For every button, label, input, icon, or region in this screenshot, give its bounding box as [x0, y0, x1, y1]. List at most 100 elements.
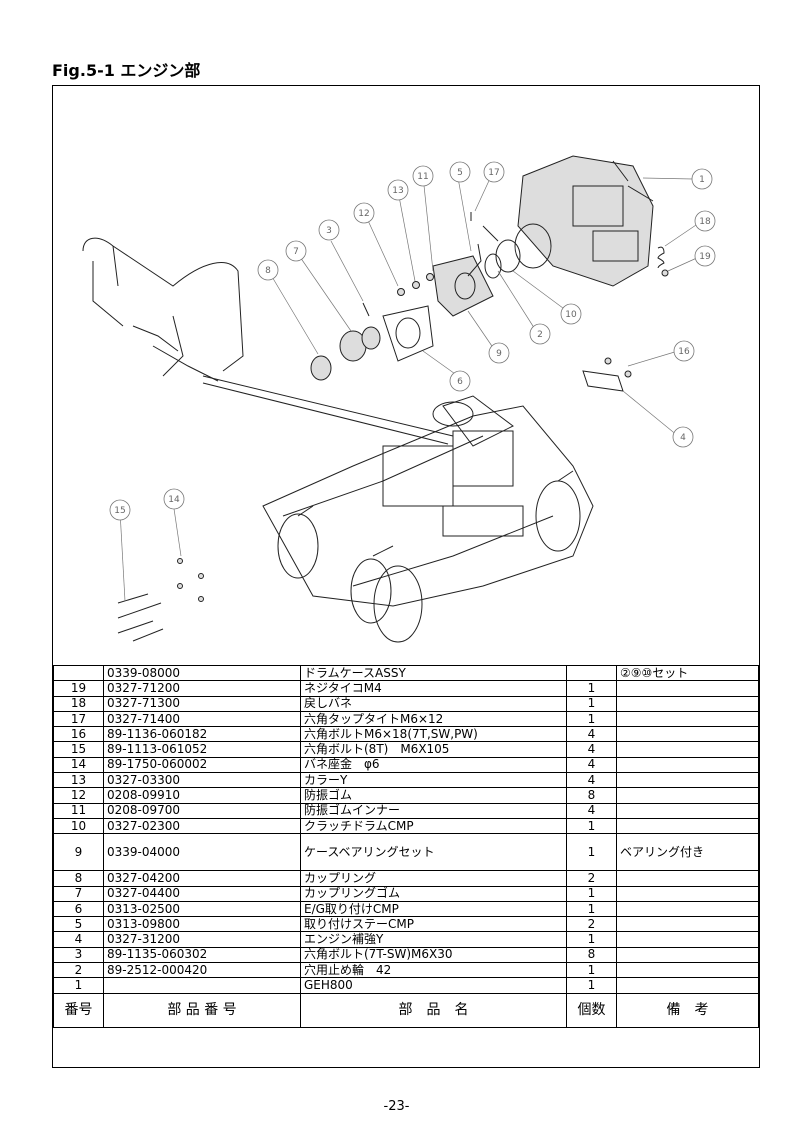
row-note	[616, 870, 759, 887]
row-note	[616, 710, 759, 728]
callout-18: 18	[694, 210, 716, 232]
row-part-no: 0327-31200	[103, 931, 301, 948]
row-qty: 1	[566, 962, 617, 979]
row-no: 11	[53, 802, 104, 819]
callout-8: 8	[257, 259, 279, 281]
row-qty: 1	[566, 931, 617, 948]
callout-12: 12	[353, 202, 375, 224]
row-part-no: 0339-04000	[103, 833, 301, 872]
svg-text:8: 8	[265, 266, 271, 276]
callout-6: 6	[449, 370, 471, 392]
callout-17: 17	[483, 161, 505, 183]
row-name: カップリングゴム	[300, 885, 567, 902]
row-note	[616, 916, 759, 933]
retaining-ring-part	[484, 253, 502, 279]
row-part-no: 0327-71300	[103, 695, 301, 712]
svg-text:11: 11	[417, 172, 428, 182]
row-qty: 1	[566, 900, 617, 918]
svg-text:16: 16	[678, 347, 690, 357]
row-qty: 4	[566, 741, 617, 758]
row-part-no: 0327-02300	[103, 817, 301, 835]
bolt-part	[362, 302, 370, 317]
row-no: 17	[53, 710, 104, 728]
row-no: 16	[53, 726, 104, 743]
callout-1: 1	[691, 168, 713, 190]
engine-part	[514, 155, 654, 287]
callout-3: 3	[318, 219, 340, 241]
figure-frame: 1 2 3 4 5 6 7 8 9 10 11 12 13 14 15 16 1…	[52, 85, 760, 1068]
row-part-no: 0327-04400	[103, 885, 301, 902]
svg-text:1: 1	[699, 175, 705, 185]
row-note	[616, 772, 759, 789]
row-no: 3	[53, 946, 104, 964]
rubber-inner-part	[426, 273, 434, 281]
row-part-no	[103, 977, 301, 994]
row-note	[616, 931, 759, 948]
row-qty: 2	[566, 916, 617, 933]
page-title: Fig.5-1 エンジン部	[52, 61, 201, 80]
row-qty: 1	[566, 680, 617, 697]
svg-text:12: 12	[358, 209, 369, 219]
row-note	[616, 787, 759, 804]
row-part-no: 89-1750-060002	[103, 756, 301, 774]
row-part-no: 0208-09700	[103, 802, 301, 819]
engine-reinforcement-part	[582, 370, 624, 392]
long-bolts-part	[117, 593, 164, 642]
machine-body	[262, 395, 594, 643]
row-name: 防振ゴムインナー	[300, 802, 567, 819]
row-note	[616, 977, 759, 994]
clutch-drum-part	[495, 239, 521, 273]
row-no: 4	[53, 931, 104, 948]
callout-9: 9	[488, 342, 510, 364]
svg-text:18: 18	[699, 217, 711, 227]
row-part-no: 0327-71200	[103, 680, 301, 697]
row-part-no: 0208-09910	[103, 787, 301, 804]
row-qty	[566, 664, 617, 682]
screw-part	[661, 269, 669, 277]
row-name: ドラムケースASSY	[300, 664, 567, 682]
row-name: カップリング	[300, 870, 567, 887]
row-no: 7	[53, 885, 104, 902]
row-note	[616, 741, 759, 758]
svg-text:3: 3	[326, 226, 332, 236]
row-no: 5	[53, 916, 104, 933]
row-qty: 1	[566, 977, 617, 994]
row-name: GEH800	[300, 977, 567, 994]
row-qty: 1	[566, 710, 617, 728]
row-name: 防振ゴム	[300, 787, 567, 804]
row-part-no: 0327-71400	[103, 710, 301, 728]
svg-text:6: 6	[457, 377, 463, 387]
row-name: エンジン補強Y	[300, 931, 567, 948]
coupling-part	[310, 355, 332, 381]
row-name: クラッチドラムCMP	[300, 817, 567, 835]
row-note	[616, 885, 759, 902]
svg-text:17: 17	[488, 168, 499, 178]
row-name: E/G取り付けCMP	[300, 900, 567, 918]
row-note: ②⑨⑩セット	[616, 664, 759, 682]
row-note	[616, 900, 759, 918]
row-qty: 4	[566, 726, 617, 743]
row-name: 取り付けステーCMP	[300, 916, 567, 933]
row-qty: 1	[566, 817, 617, 835]
row-no: 13	[53, 772, 104, 789]
svg-text:9: 9	[496, 349, 502, 359]
row-note	[616, 946, 759, 964]
header-no: 番号	[53, 992, 104, 1028]
row-name: 六角ボルト(8T) M6X105	[300, 741, 567, 758]
callout-11: 11	[412, 165, 434, 187]
row-part-no: 89-1136-060182	[103, 726, 301, 743]
svg-text:5: 5	[457, 168, 463, 178]
row-name: バネ座金 φ6	[300, 756, 567, 774]
svg-text:7: 7	[293, 247, 299, 257]
svg-text:4: 4	[680, 433, 686, 443]
